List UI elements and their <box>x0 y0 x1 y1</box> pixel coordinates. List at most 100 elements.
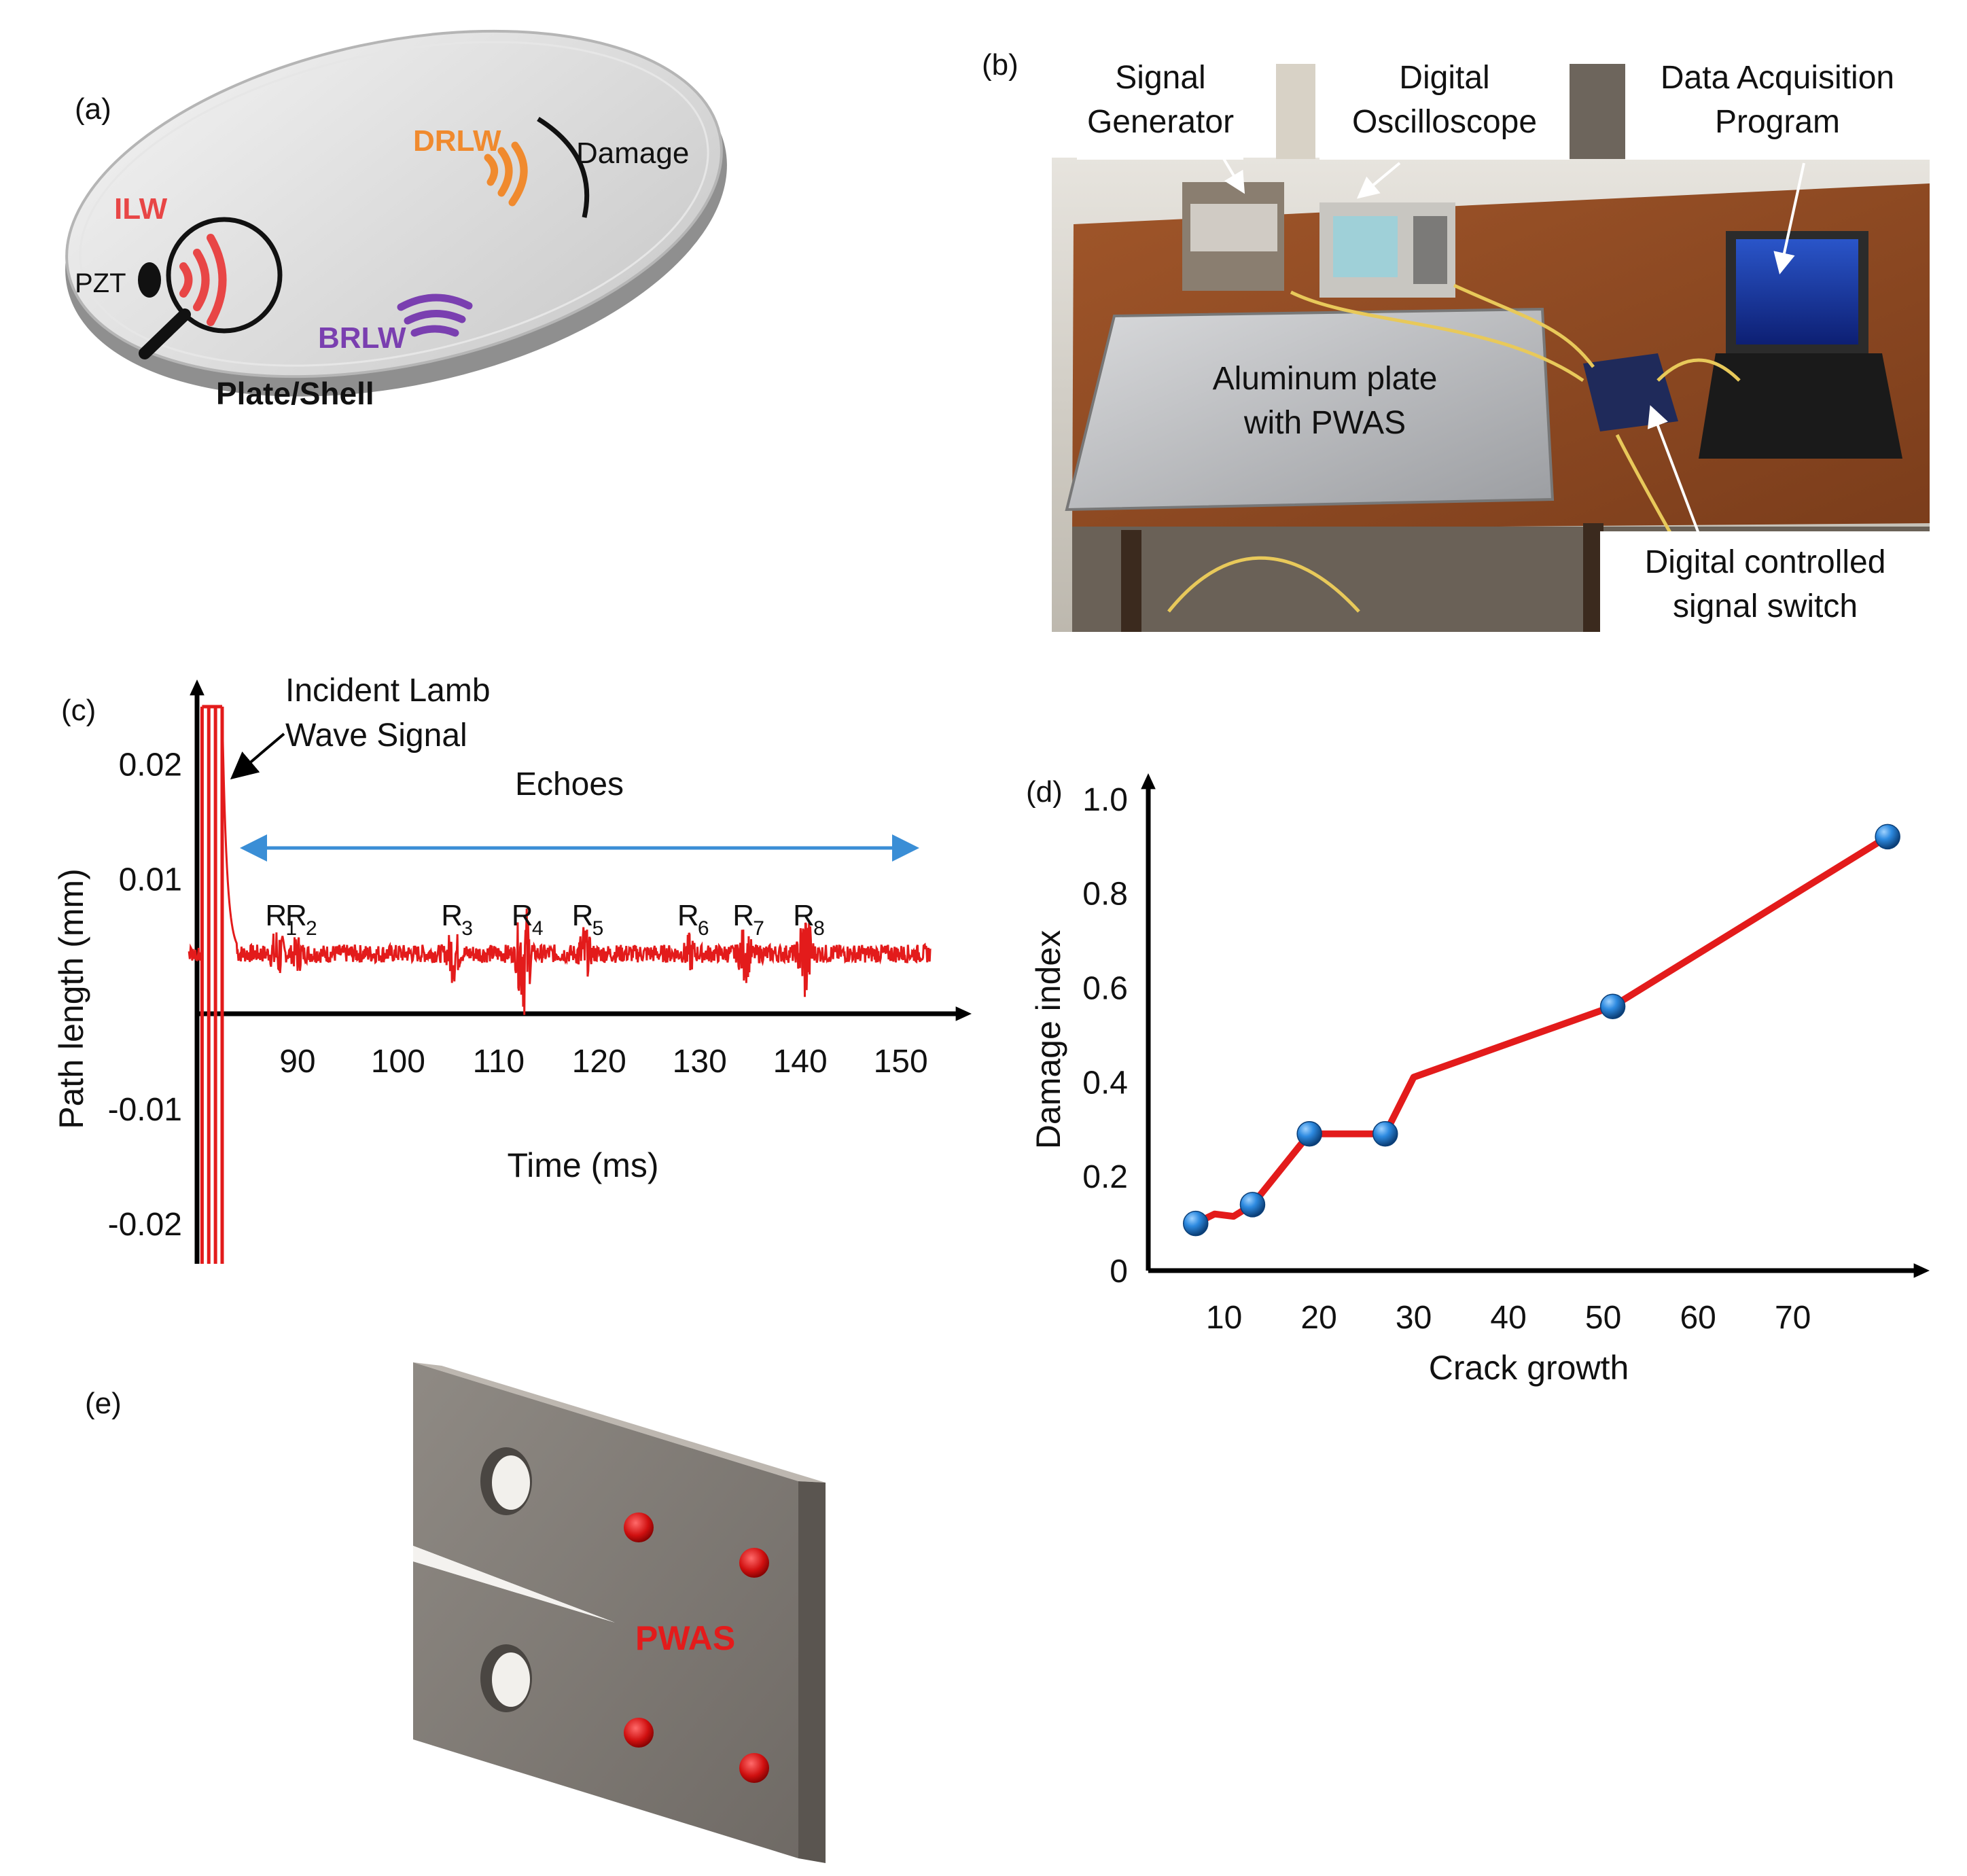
c-x-axis-title: Time (ms) <box>507 1146 658 1184</box>
damage-index-point <box>1183 1210 1209 1237</box>
c-x-tick-label: 100 <box>371 1044 425 1080</box>
aluminum-plate-label-line1: Aluminum plate <box>1213 361 1438 397</box>
specimen-notch <box>413 1546 615 1623</box>
brlw-wave-icon <box>397 294 473 337</box>
d-x-tick-label: 50 <box>1585 1300 1621 1336</box>
d-x-tick-label: 20 <box>1300 1300 1336 1336</box>
panel-e: (e) PWAS <box>85 1362 826 1863</box>
specimen-top-face <box>413 1362 826 1483</box>
oscilloscope-label-line2: Oscilloscope <box>1352 104 1537 140</box>
aluminum-plate <box>1065 307 1555 512</box>
echo-label: R <box>793 899 815 932</box>
aluminum-plate-label-line2: with PWAS <box>1243 405 1406 441</box>
c-x-tick-label: 110 <box>473 1044 525 1080</box>
panel-a: (a) PZT ILW DRLW Damage BRLW <box>24 24 768 421</box>
cables <box>1167 283 1741 613</box>
drlw-label: DRLW <box>413 124 501 158</box>
data-acquisition-label-line1: Data Acquisition <box>1661 60 1894 96</box>
ct-specimen <box>413 1362 826 1863</box>
panel-d-label: (d) <box>1026 775 1063 809</box>
c-y-axis-title: Path length (mm) <box>52 868 90 1129</box>
d-x-axis-title: Crack growth <box>1429 1349 1629 1387</box>
pwas-label: PWAS <box>635 1619 735 1657</box>
panel-a-label: (a) <box>75 92 111 126</box>
photo-strip-left <box>1276 64 1315 159</box>
pwas-sensor <box>624 1718 654 1748</box>
d-y-axis-title: Damage index <box>1029 930 1067 1149</box>
echo-label: R <box>441 899 463 932</box>
echo-label-subscript: 8 <box>813 917 825 940</box>
d-y-axis-arrowhead <box>1141 773 1156 790</box>
c-y-tick-label: 0.02 <box>119 747 182 783</box>
d-y-tick-label: 1.0 <box>1082 782 1128 818</box>
panel-b-label: (b) <box>982 48 1018 82</box>
plate-shell-label: Plate/Shell <box>216 376 374 411</box>
specimen-front-face <box>413 1362 798 1858</box>
specimen-side-face <box>798 1481 826 1863</box>
oscilloscope-label-line1: Digital <box>1399 60 1489 96</box>
ilw-wave-icon <box>179 234 227 326</box>
echo-label-subscript: 1 <box>285 917 297 940</box>
c-x-tick-label: 140 <box>773 1044 828 1080</box>
c-y-tick-label: -0.02 <box>108 1207 182 1243</box>
c-x-tick-label: 120 <box>572 1044 626 1080</box>
d-x-tick-label: 30 <box>1396 1300 1432 1336</box>
plate-shell-drawing <box>65 29 727 397</box>
d-y-tick-label: 0 <box>1110 1254 1128 1290</box>
damage-index-line <box>1184 834 1890 1232</box>
lower-pin-hole-inner <box>492 1652 530 1707</box>
echo-label-subscript: 2 <box>306 917 317 940</box>
echo-label-subscript: 5 <box>592 917 604 940</box>
upper-pin-hole-inner <box>492 1455 530 1510</box>
signal-generator-callout-box <box>1077 58 1243 160</box>
signal-generator-panel <box>1190 204 1277 251</box>
damage-label: Damage <box>576 137 689 170</box>
d-y-tick-label: 0.8 <box>1082 877 1128 913</box>
drlw-wave-icon <box>484 141 528 207</box>
damage-index-point <box>1239 1192 1266 1218</box>
echo-label-subscript: 6 <box>698 917 709 940</box>
pzt-sensor <box>138 262 161 298</box>
panel-b: (b) Signal Generator Digital Oscillosc <box>982 48 1930 633</box>
d-x-tick-label: 10 <box>1206 1300 1242 1336</box>
switch-label-line2: signal switch <box>1673 588 1858 624</box>
d-x-tick-label: 40 <box>1490 1300 1526 1336</box>
signal-trace <box>221 706 932 1015</box>
oscilloscope-pointer <box>1356 162 1401 199</box>
pzt-label: PZT <box>75 268 126 298</box>
incident-label-line1: Incident Lamb <box>285 673 491 709</box>
data-acquisition-callout-box <box>1625 58 1930 160</box>
pwas-sensor <box>624 1512 654 1542</box>
pwas-sensor <box>739 1548 769 1578</box>
echo-label: R <box>677 899 699 932</box>
plate-rim-highlight <box>79 41 709 367</box>
pwas-sensor <box>739 1753 769 1783</box>
c-y-axis-arrowhead <box>190 679 205 696</box>
oscilloscope-callout-box <box>1319 58 1570 160</box>
switch-pointer <box>1647 405 1700 534</box>
laptop-keyboard <box>1699 353 1902 459</box>
damage-index-point <box>1599 993 1626 1020</box>
signal-generator-label-line1: Signal <box>1115 60 1205 96</box>
d-x-axis-arrowhead <box>1913 1263 1930 1278</box>
signal-generator-label-line2: Generator <box>1087 104 1234 140</box>
switch-label-line1: Digital controlled <box>1645 544 1886 580</box>
echo-label-subscript: 7 <box>753 917 764 940</box>
echo-label: R <box>285 899 307 932</box>
echo-label: R <box>512 899 533 932</box>
photo-strip-right <box>1570 64 1625 159</box>
panel-e-label: (e) <box>85 1387 122 1420</box>
oscilloscope-knobs <box>1413 216 1447 284</box>
d-x-tick-label: 60 <box>1680 1300 1716 1336</box>
d-y-tick-label: 0.6 <box>1082 970 1128 1006</box>
d-y-tick-label: 0.2 <box>1082 1159 1128 1195</box>
incident-label-line2: Wave Signal <box>285 718 467 754</box>
d-y-tick-label: 0.4 <box>1082 1065 1128 1101</box>
laptop-screen <box>1736 239 1858 344</box>
magnifier-icon <box>139 217 283 359</box>
c-x-axis-arrowhead <box>955 1006 972 1021</box>
